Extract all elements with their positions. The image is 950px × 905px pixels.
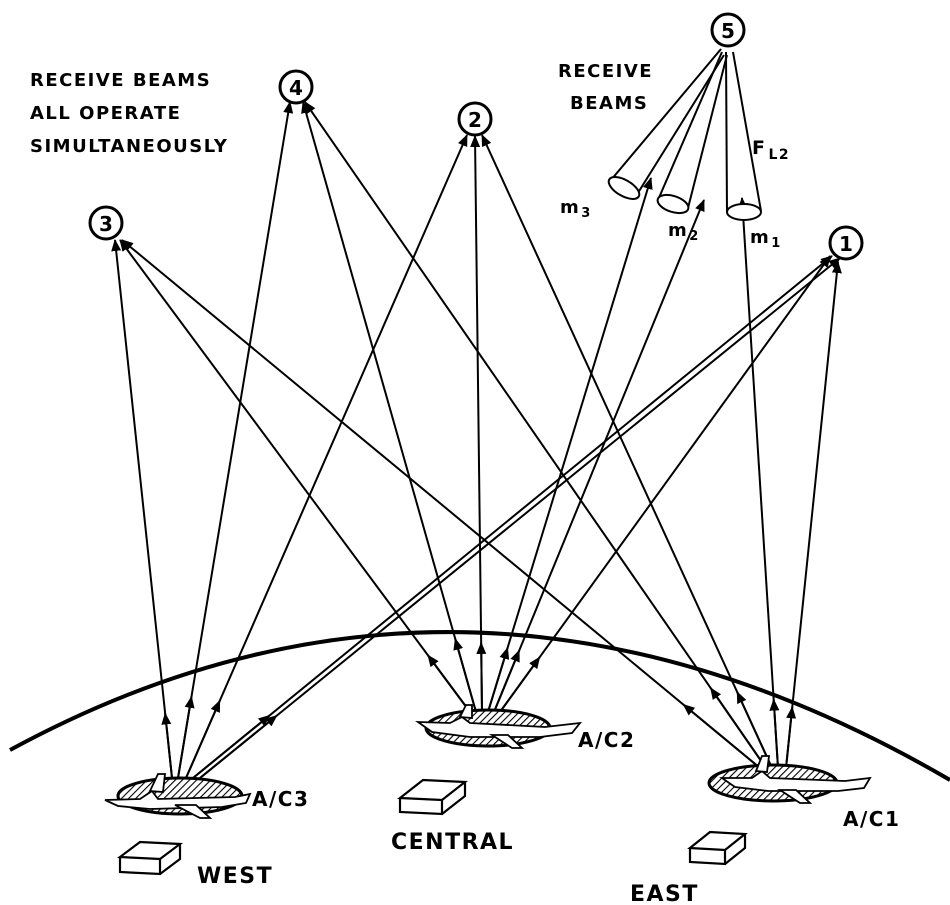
beam-arrowhead — [185, 699, 221, 779]
beam-line — [111, 239, 173, 779]
satellite-5-label: 5 — [721, 19, 735, 43]
satellite-5: 5 — [710, 12, 746, 48]
satellite-2-label: 2 — [468, 108, 482, 132]
beam-arrowhead — [682, 703, 761, 769]
beam-arrowhead — [453, 637, 477, 713]
beam-line — [737, 197, 779, 769]
beam-line — [304, 101, 767, 769]
satellite-3-label: 3 — [99, 212, 113, 236]
satellite-1-label: 1 — [839, 232, 853, 256]
beam-arrowhead — [476, 641, 487, 713]
aircraft-ac1-label: A/C1 — [843, 807, 900, 831]
aircraft-ac2-label: A/C2 — [578, 728, 635, 752]
receive-all-line-2: ALL OPERATE — [30, 103, 181, 124]
beam-line — [199, 257, 841, 779]
cone-m3 — [607, 48, 725, 200]
station-west-label: WEST — [197, 864, 273, 889]
beam-line — [470, 135, 483, 713]
airplane-icon — [104, 773, 252, 819]
satellite-4-label: 4 — [289, 76, 303, 100]
station-central: CENTRAL — [391, 778, 514, 855]
beam-arrowhead — [161, 712, 173, 779]
m2-label: m2 — [668, 220, 700, 244]
receive-beams-line-2: BEAMS — [570, 93, 648, 114]
beam-lines — [111, 101, 842, 779]
beam-line — [121, 239, 761, 769]
station-east-box-icon — [687, 830, 748, 866]
airplane-icon — [415, 704, 583, 749]
beam-arrowhead — [785, 706, 797, 769]
receive-all-line-3: SIMULTANEOUSLY — [30, 136, 228, 157]
beam-line — [177, 101, 294, 779]
station-west-box-icon — [116, 840, 184, 876]
receive-beams-line-1: RECEIVE — [558, 61, 653, 82]
station-east: EAST — [630, 830, 748, 905]
airplane-icon — [719, 755, 872, 804]
station-east-label: EAST — [630, 882, 699, 905]
cone-m1 — [725, 51, 762, 221]
station-central-box-icon — [396, 778, 469, 816]
beam-arrowhead — [192, 714, 271, 779]
satellite-3: 3 — [88, 205, 124, 241]
cone-m2 — [656, 51, 728, 215]
m3-label: m3 — [560, 197, 592, 221]
station-central-label: CENTRAL — [391, 830, 514, 855]
beam-line — [301, 101, 477, 713]
aircraft-ac3: A/C3 — [104, 773, 309, 819]
beam-line — [493, 199, 705, 713]
satellite-1: 1 — [828, 225, 864, 261]
beam-arrowhead — [709, 687, 767, 769]
beam-arrowhead — [427, 654, 471, 713]
satellite-4: 4 — [278, 69, 314, 105]
receive-beam-cones — [607, 48, 762, 221]
m1-label: m1 — [750, 227, 782, 251]
satellite-2: 2 — [457, 101, 493, 137]
station-west: WEST — [116, 840, 273, 889]
earth-horizon — [9, 630, 950, 782]
beam-arrowhead — [487, 646, 510, 713]
aircraft-ac1: A/C1 — [707, 755, 900, 831]
beam-arrowhead — [493, 649, 521, 713]
aircraft-ac2: A/C2 — [415, 704, 635, 752]
beam-arrowhead — [499, 656, 541, 713]
receive-all-line-1: RECEIVE BEAMS — [30, 70, 211, 91]
beam-arrowhead — [769, 698, 780, 769]
beam-arrowhead — [199, 714, 278, 779]
aircraft-ac3-label: A/C3 — [252, 787, 309, 811]
beam-line — [192, 255, 833, 779]
beam-line — [499, 255, 831, 713]
beam-arrowhead — [177, 695, 195, 779]
beam-line — [119, 239, 471, 713]
beam-line — [487, 177, 653, 713]
beam-line — [481, 134, 773, 769]
beam-line — [185, 134, 468, 779]
beam-line — [785, 261, 842, 769]
